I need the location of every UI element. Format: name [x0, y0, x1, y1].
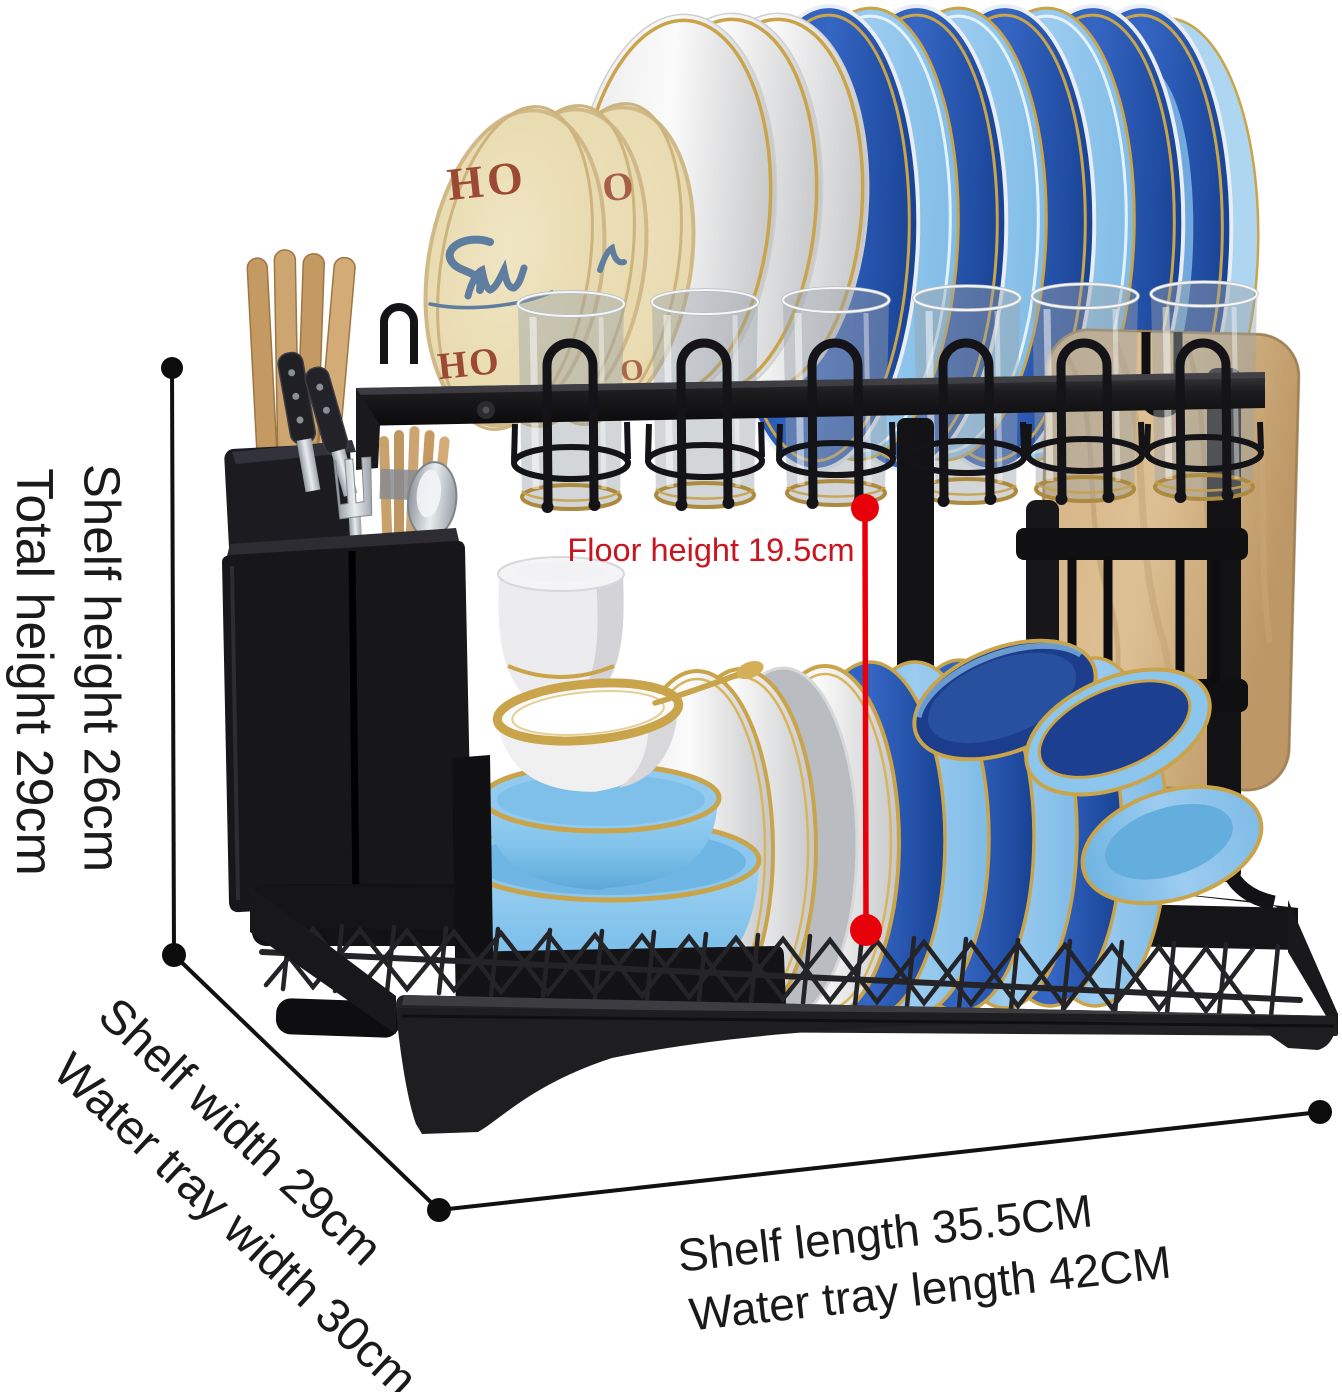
svg-text:Total height 29cm: Total height 29cm [5, 468, 63, 876]
svg-text:HO: HO [445, 151, 529, 210]
svg-text:O: O [600, 163, 636, 211]
svg-text:HO: HO [436, 340, 503, 388]
svg-text:Floor height 19.5cm: Floor height 19.5cm [567, 532, 854, 568]
svg-text:O: O [619, 353, 646, 388]
svg-text:Shelf height 26cm: Shelf height 26cm [74, 464, 131, 872]
